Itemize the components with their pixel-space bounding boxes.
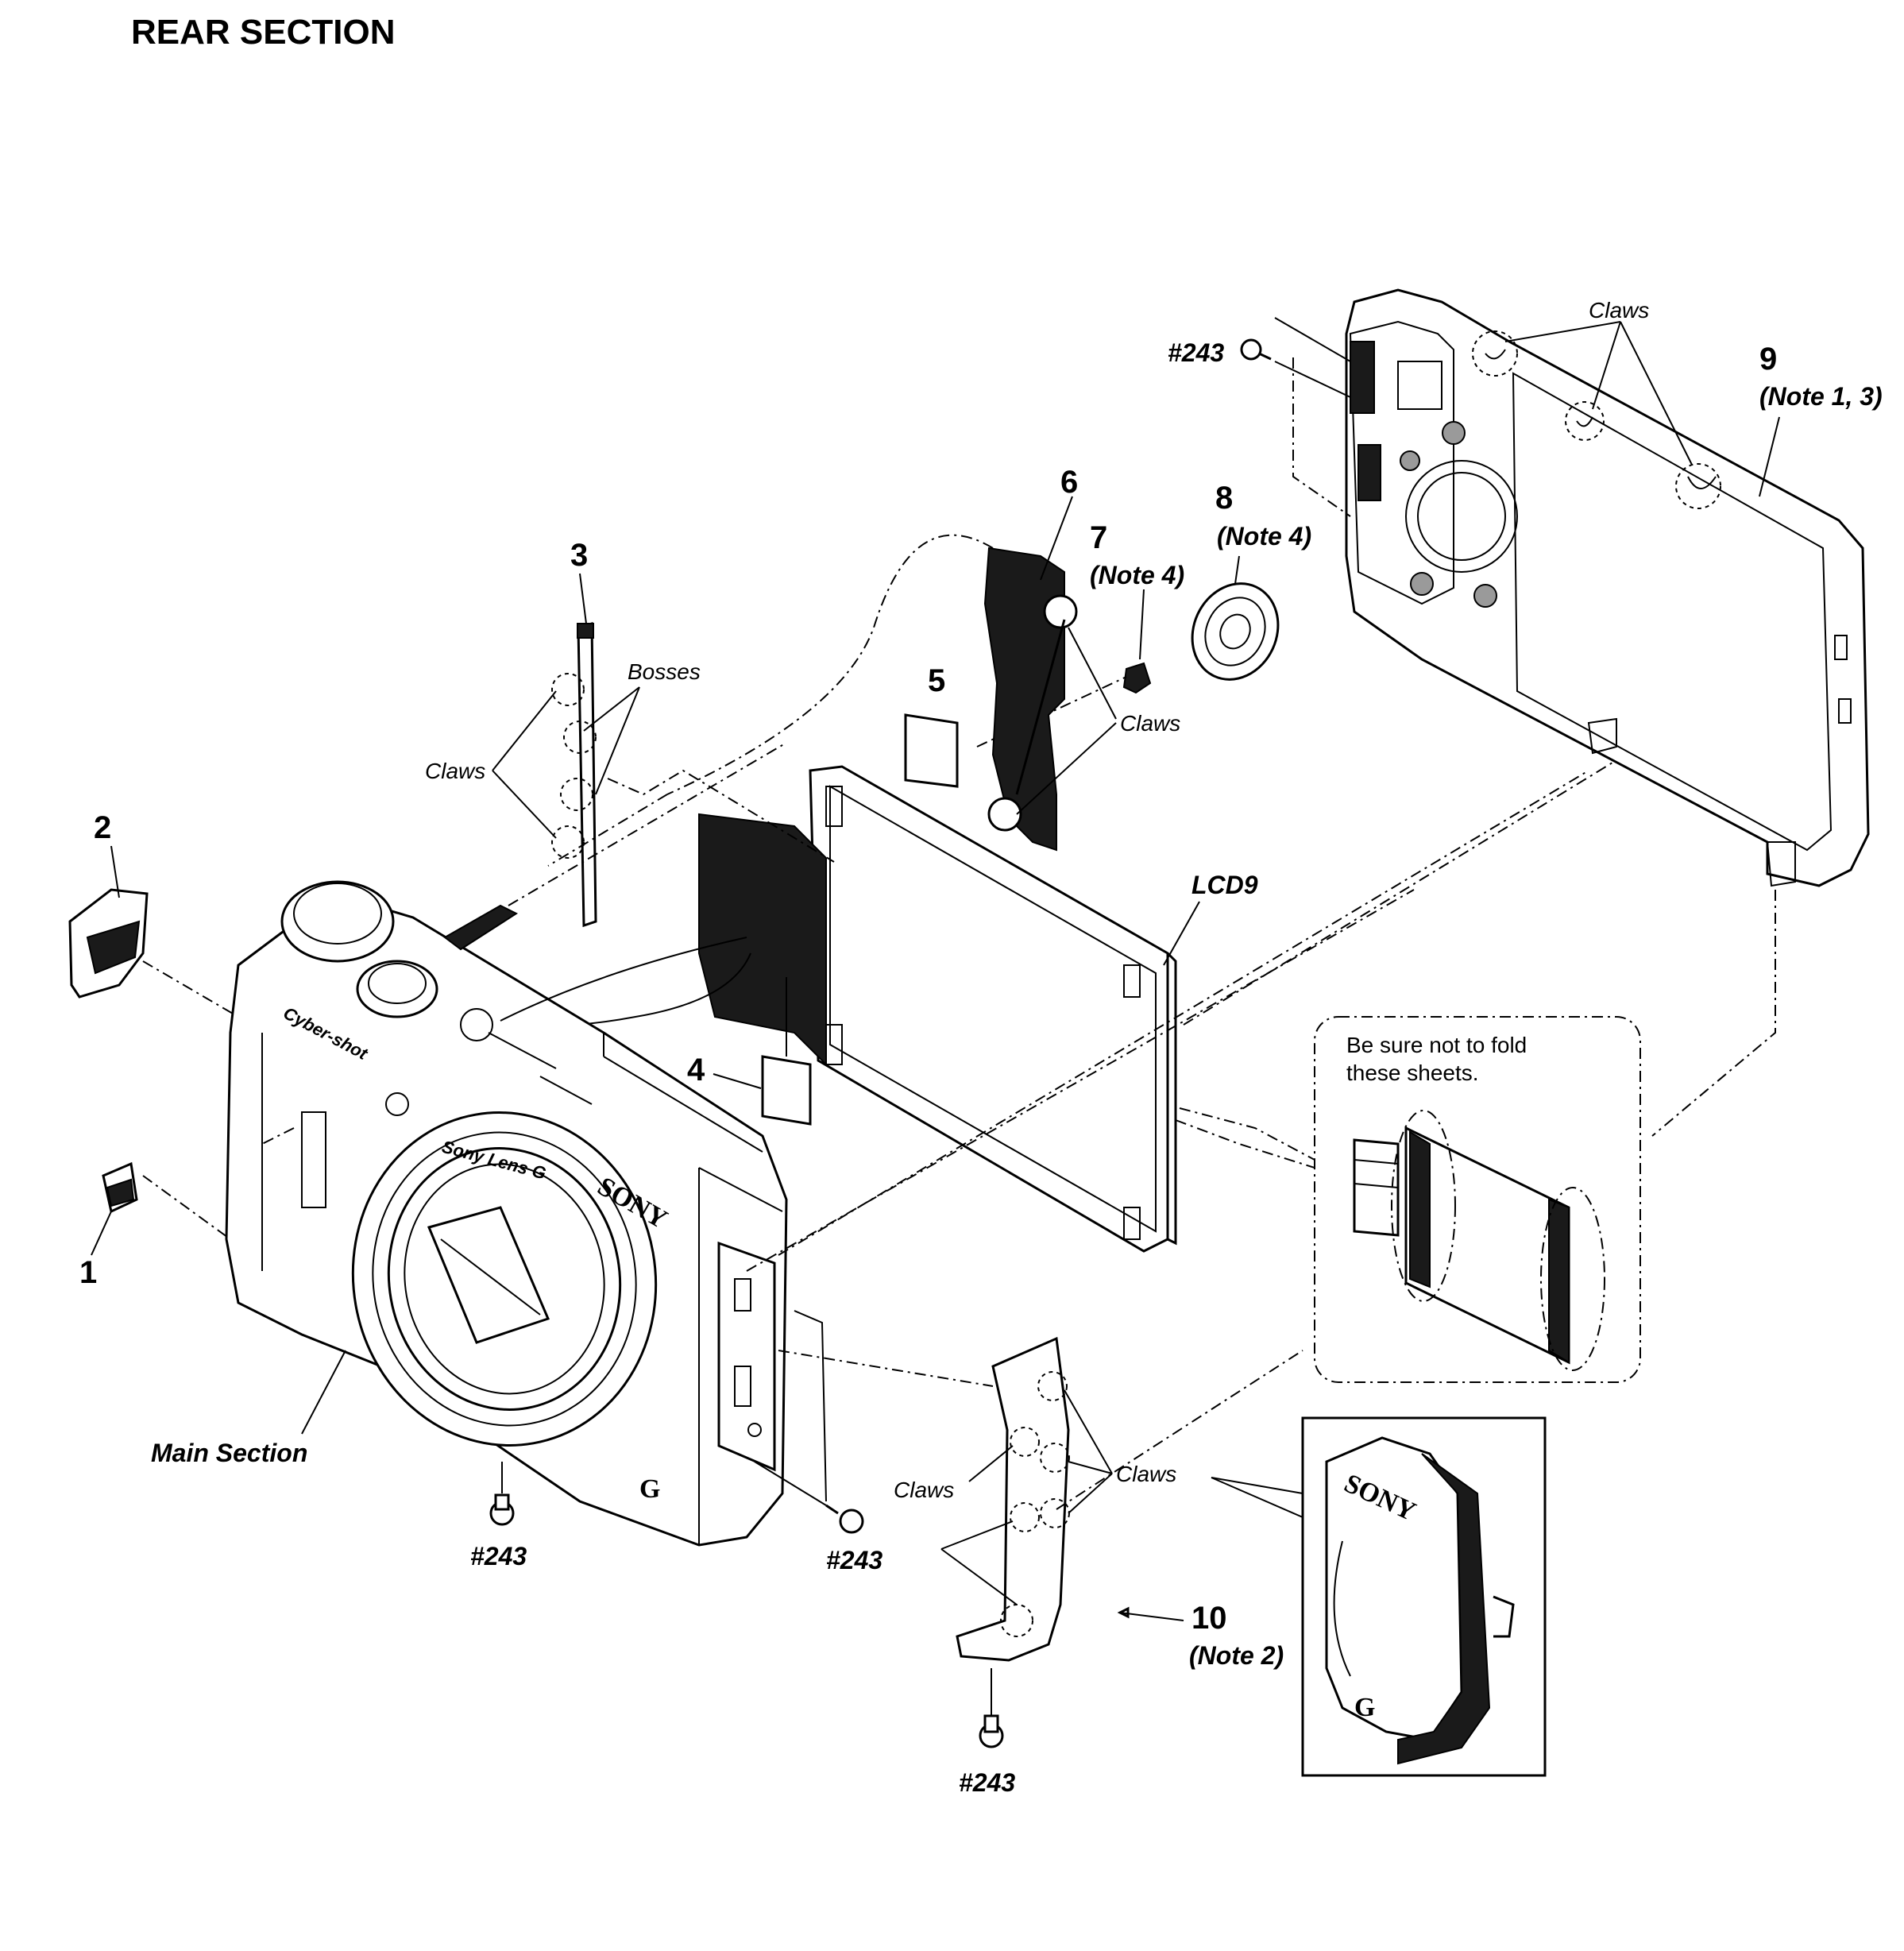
screw-label-lens: #243 <box>470 1542 527 1570</box>
lcd-label: LCD9 <box>1191 871 1258 899</box>
lcd-panel: LCD9 <box>809 765 1258 1253</box>
part-4-sheet: 4 <box>687 977 812 1126</box>
callout-10: 10 <box>1191 1601 1227 1636</box>
callout-8: 8 <box>1215 481 1233 516</box>
callout-1: 1 <box>79 1255 97 1290</box>
part-10-claws-labels: Claws Claws <box>894 1389 1176 1605</box>
callout-7: 7 <box>1090 520 1107 555</box>
inset-logo-print: G <box>1354 1693 1375 1722</box>
claws-label-part10-left: Claws <box>894 1478 954 1502</box>
callout-2: 2 <box>94 810 111 845</box>
grip-detail-inset: SONY G <box>1211 1416 1547 1777</box>
caution-line-1: Be sure not to fold <box>1346 1033 1527 1057</box>
callout-5: 5 <box>928 663 945 698</box>
callout-10-note: (Note 2) <box>1189 1641 1284 1670</box>
page-title: REAR SECTION <box>131 13 395 52</box>
main-section-label: Main Section <box>151 1439 307 1467</box>
part-9-callout: 9 (Note 1, 3) <box>1759 342 1883 497</box>
claws-label-part3: Claws <box>425 759 485 783</box>
part-2-cover: 2 <box>68 810 239 1018</box>
screw-243-part10: #243 <box>959 1668 1015 1797</box>
screw-243-top: #243 <box>1168 317 1351 517</box>
part-9-rear-cabinet <box>1345 288 1870 887</box>
claws-label-part10-right: Claws <box>1116 1462 1176 1486</box>
grip-logo-print: G <box>639 1474 660 1504</box>
caution-line-2: these sheets. <box>1346 1060 1479 1085</box>
callout-3: 3 <box>570 538 588 573</box>
main-section-camera: Cyber-shot SONY Sony Lens G G Main Secti… <box>151 880 788 1547</box>
part-6-claws-label: Claws <box>1016 627 1180 815</box>
assembly-leader-lines <box>547 762 1776 1272</box>
part-9-claws-label: Claws <box>1504 298 1693 466</box>
callout-8-note: (Note 4) <box>1217 522 1311 551</box>
part-1-clip: 1 <box>79 1161 231 1290</box>
claws-label-part6: Claws <box>1120 711 1180 736</box>
part-8-ring: 8 (Note 4) <box>1191 481 1311 681</box>
part-3-bar: 3 Bosses Claws <box>425 538 835 928</box>
part-10-side-cover: 10 (Note 2) <box>778 1336 1303 1670</box>
callout-4: 4 <box>687 1053 705 1088</box>
claws-label-part9: Claws <box>1589 298 1649 323</box>
callout-7-note: (Note 4) <box>1090 561 1184 589</box>
screw-label-top: #243 <box>1168 338 1224 367</box>
caution-inset: Be sure not to fold these sheets. <box>1175 1016 1641 1383</box>
screw-label-part10: #243 <box>959 1768 1015 1797</box>
callout-6: 6 <box>1060 465 1078 500</box>
part-5-sheet: 5 <box>904 663 959 788</box>
callout-9: 9 <box>1759 342 1777 377</box>
bosses-label: Bosses <box>628 659 701 684</box>
screw-243-lens: #243 <box>470 1462 527 1570</box>
part-6-key-board: 6 <box>666 465 1078 852</box>
screw-label-side: #243 <box>826 1546 882 1574</box>
screw-243-side: #243 <box>754 1310 882 1574</box>
callout-9-note: (Note 1, 3) <box>1759 382 1883 411</box>
